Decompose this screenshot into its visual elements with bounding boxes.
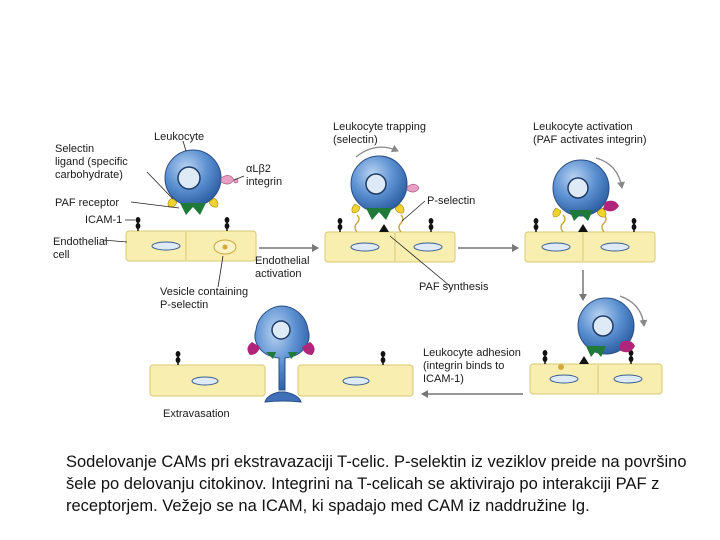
leukocyte [577, 297, 635, 355]
label-integrin: integrin [246, 176, 282, 188]
p-selectin-icon [354, 214, 360, 233]
endothelial-cell [125, 230, 257, 262]
label-selectin-ligand: Selectin ligand (specific carbohydrate) [55, 143, 131, 181]
panel-resting [125, 149, 257, 262]
panel-activation [524, 157, 656, 263]
label-endothelial-activation: Endothelial activation [255, 255, 313, 280]
label-vesicle: Vesicle containing P-selectin [160, 286, 251, 311]
active-integrin-icon [302, 342, 315, 355]
label-paf-synthesis: PAF synthesis [419, 281, 489, 293]
label-extravasation: Extravasation [163, 408, 230, 420]
panel-adhesion [529, 295, 663, 395]
icam-1-marker [428, 218, 434, 232]
label-adhesion: Leukocyte adhesion (integrin binds to IC… [423, 347, 524, 385]
endothelial-nucleus [151, 241, 181, 251]
icam-1-marker [175, 351, 181, 365]
label-alpha-beta: αLβ2 [246, 163, 271, 175]
icam-1-marker [337, 218, 343, 232]
paf-triangle-icon [379, 224, 389, 232]
icam-1-marker [380, 351, 386, 365]
panel-trapping [324, 144, 456, 263]
icam-1-marker [135, 217, 141, 231]
panel-extravasation [149, 305, 414, 403]
icam-1-marker [533, 218, 539, 232]
leukocyte [350, 155, 408, 213]
integrin-icon [406, 183, 420, 193]
extravasating-leukocyte [254, 305, 310, 403]
leukocyte [552, 159, 610, 217]
label-leukocyte: Leukocyte [154, 131, 204, 143]
label-endothelial-cell: Endothelial cell [53, 236, 111, 261]
label-trapping: Leukocyte trapping (selectin) [333, 121, 429, 146]
p-selectin-icon [398, 214, 404, 233]
figure-caption: Sodelovanje CAMs pri ekstravazaciji T-ce… [66, 453, 687, 515]
leader-lines [102, 140, 245, 288]
icam-1-marker [224, 217, 230, 231]
label-activation: Leukocyte activation (PAF activates inte… [533, 121, 647, 146]
rolling-arrow [619, 295, 648, 327]
label-p-selectin: P-selectin [427, 195, 475, 207]
endothelial-cell [324, 231, 456, 263]
active-integrin-icon [603, 200, 619, 212]
paf-receptor-icon [288, 352, 298, 359]
selectin-ligand-icon [208, 197, 219, 208]
active-integrin-icon [619, 340, 635, 353]
label-icam-1: ICAM-1 [85, 214, 122, 226]
icam-1-marker [542, 350, 548, 364]
rolling-arrow [355, 144, 399, 158]
paf-receptor-icon [586, 346, 606, 357]
label-paf-receptor: PAF receptor [55, 197, 119, 209]
rolling-arrow [595, 157, 625, 189]
paf-receptor-icon [366, 208, 392, 220]
icam-1-marker [628, 350, 634, 364]
endothelial-cell [524, 231, 656, 263]
paf-receptor-icon [180, 203, 206, 215]
endothelial-cell [529, 363, 663, 395]
paf-receptor-icon [569, 210, 593, 221]
icam-1-marker [631, 218, 637, 232]
leukocyte [164, 149, 222, 207]
integrin-icon [220, 175, 235, 185]
paf-receptor-icon [266, 352, 276, 359]
active-integrin-icon [247, 342, 260, 355]
